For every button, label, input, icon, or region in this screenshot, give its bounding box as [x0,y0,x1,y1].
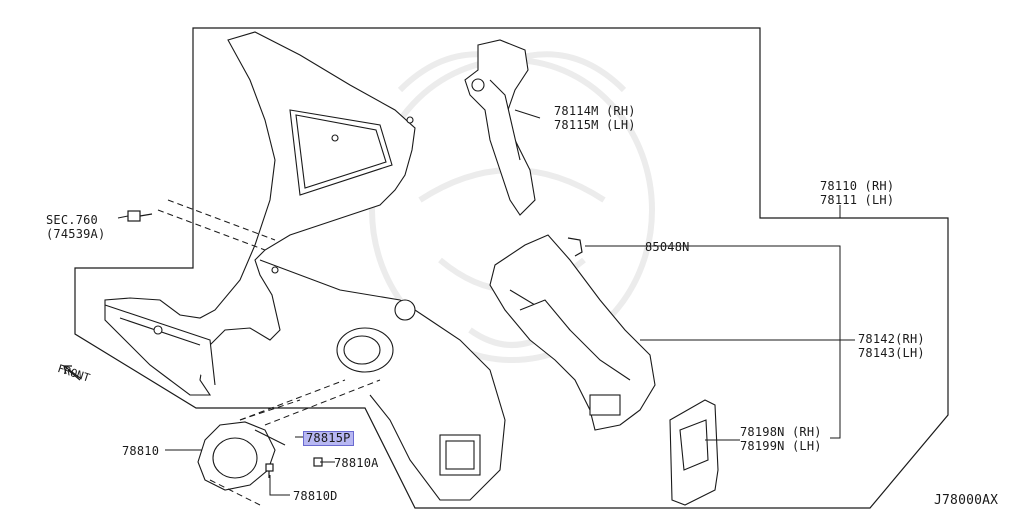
screw-78810d [265,463,274,478]
inner-panel-78142 [489,234,656,431]
bolt-sec760 [127,210,153,222]
part-label-78142[interactable]: 78142(RH) [858,332,925,346]
part-label-78810d[interactable]: 78810D [293,489,338,503]
dashed-guides [157,199,381,506]
quarter-panel-outer [104,31,506,501]
part-label-78810[interactable]: 78810 [122,444,160,458]
part-label-78198n[interactable]: 78198N (RH) [740,425,822,439]
part-label-78114m[interactable]: 78114M (RH) [554,104,636,118]
part-label-78815p-highlighted[interactable]: 78815P [303,431,354,446]
part-label-78199n[interactable]: 78199N (LH) [740,439,822,453]
bracket-78198n [669,399,719,506]
clip-85048n [567,237,583,257]
part-label-78810a[interactable]: 78810A [334,456,379,470]
diagram-id: J78000AX [934,493,999,508]
part-label-78143[interactable]: 78143(LH) [858,346,925,360]
pillar-78114m [464,39,536,216]
fuel-lid-base-78810 [197,421,286,491]
leader-lines [117,109,855,496]
part-label-78111[interactable]: 78111 (LH) [820,193,895,207]
front-arrow-icon [62,365,81,381]
label-sec760: SEC.760 [46,213,98,227]
label-sec760-code: (74539A) [46,227,106,241]
assembly-frame [74,27,949,509]
part-label-85048n[interactable]: 85048N [645,240,690,254]
part-label-78110[interactable]: 78110 (RH) [820,179,895,193]
part-label-78115m[interactable]: 78115M (LH) [554,118,636,132]
